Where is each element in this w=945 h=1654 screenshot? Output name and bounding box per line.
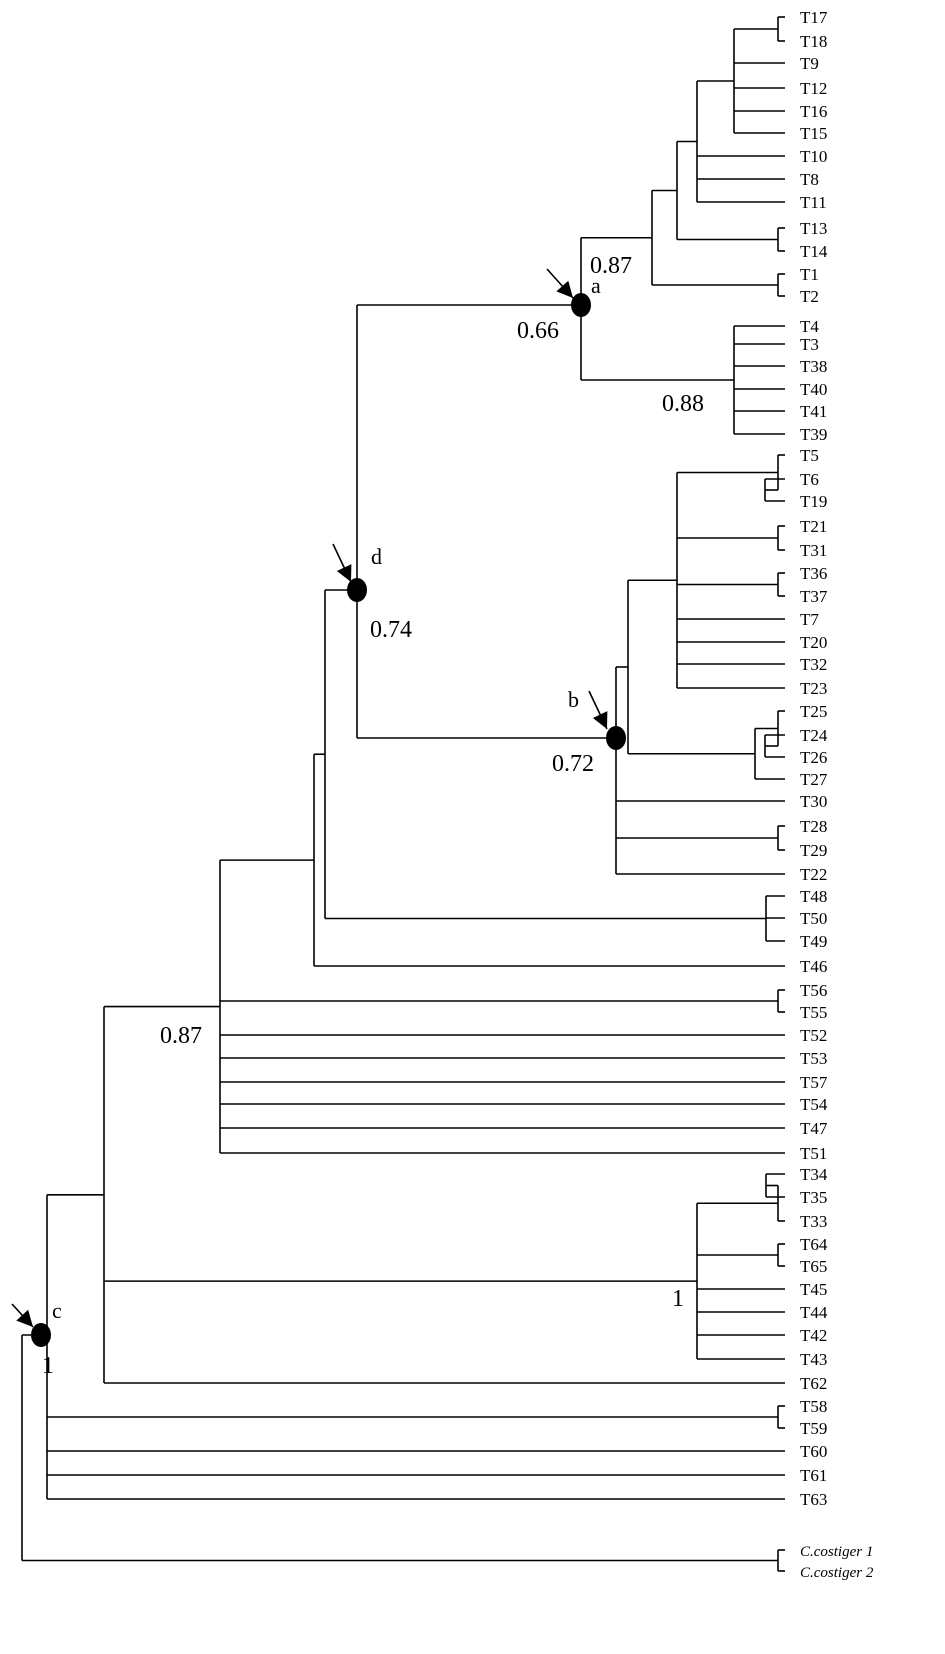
tip-label: T18 xyxy=(800,32,827,51)
support-value: 0.88 xyxy=(662,391,704,417)
tip-label: T57 xyxy=(800,1073,828,1092)
tip-label: C.costiger 2 xyxy=(800,1565,874,1581)
tip-label: T29 xyxy=(800,841,827,860)
support-value: 0.66 xyxy=(517,318,559,344)
tip-label: T8 xyxy=(800,170,819,189)
node-markers xyxy=(11,268,626,1347)
tip-label: T43 xyxy=(800,1350,827,1369)
arrow-node-d-head xyxy=(336,564,352,582)
tip-label: T54 xyxy=(800,1095,828,1114)
tip-label: T46 xyxy=(800,957,827,976)
tip-label: T63 xyxy=(800,1490,827,1509)
tip-label: T35 xyxy=(800,1188,827,1207)
tip-labels: T17T18T9T12T16T15T10T8T11T13T14T1T2T4T3T… xyxy=(800,8,874,1581)
tip-label: T33 xyxy=(800,1212,827,1231)
tree-branches xyxy=(21,16,785,1572)
tip-label: T38 xyxy=(800,357,827,376)
tip-label: C.costiger 1 xyxy=(800,1544,873,1560)
tip-label: T53 xyxy=(800,1049,827,1068)
tip-label: T65 xyxy=(800,1257,827,1276)
tip-label: T47 xyxy=(800,1119,828,1138)
tip-label: T22 xyxy=(800,865,827,884)
tip-label: T25 xyxy=(800,702,827,721)
tip-label: T21 xyxy=(800,517,827,536)
tip-label: T30 xyxy=(800,792,827,811)
tip-label: T61 xyxy=(800,1466,827,1485)
node-label: b xyxy=(568,687,579,712)
tip-label: T51 xyxy=(800,1144,827,1163)
tip-label: T40 xyxy=(800,380,827,399)
tip-label: T17 xyxy=(800,8,828,27)
tip-label: T7 xyxy=(800,610,819,629)
tip-label: T49 xyxy=(800,932,827,951)
node-label: d xyxy=(371,544,382,569)
support-value: 1 xyxy=(42,1353,54,1379)
tip-label: T19 xyxy=(800,492,827,511)
tip-label: T48 xyxy=(800,887,827,906)
tip-label: T23 xyxy=(800,679,827,698)
tip-label: T62 xyxy=(800,1374,827,1393)
node-dot-C xyxy=(31,1323,51,1347)
tip-label: T60 xyxy=(800,1442,827,1461)
node-dot-D xyxy=(347,578,367,602)
tip-label: T34 xyxy=(800,1165,828,1184)
tip-label: T5 xyxy=(800,446,819,465)
support-value: 1 xyxy=(672,1286,684,1312)
tip-label: T16 xyxy=(800,102,827,121)
tip-label: T31 xyxy=(800,541,827,560)
node-label: a xyxy=(591,273,601,298)
support-value: 0.74 xyxy=(370,617,412,643)
tip-label: T55 xyxy=(800,1003,827,1022)
node-dot-A xyxy=(571,293,591,317)
support-values: 0.87 0.66 0.88 0.74 0.72 0.87 1 1 a b c d xyxy=(42,253,704,1379)
tip-label: T4 xyxy=(800,317,819,336)
tip-label: T42 xyxy=(800,1326,827,1345)
tip-label: T1 xyxy=(800,265,819,284)
tip-label: T45 xyxy=(800,1280,827,1299)
tip-label: T52 xyxy=(800,1026,827,1045)
tip-label: T12 xyxy=(800,79,827,98)
tip-label: T10 xyxy=(800,147,827,166)
node-label: c xyxy=(52,1298,62,1323)
tip-label: T50 xyxy=(800,909,827,928)
tip-label: T11 xyxy=(800,193,827,212)
node-dot-B xyxy=(606,726,626,750)
tip-label: T56 xyxy=(800,981,827,1000)
tip-label: T26 xyxy=(800,748,827,767)
tip-label: T15 xyxy=(800,124,827,143)
tip-label: T64 xyxy=(800,1235,828,1254)
tip-label: T3 xyxy=(800,335,819,354)
tip-label: T59 xyxy=(800,1419,827,1438)
tip-label: T13 xyxy=(800,219,827,238)
tip-label: T58 xyxy=(800,1397,827,1416)
tip-label: T27 xyxy=(800,770,828,789)
tip-label: T37 xyxy=(800,587,828,606)
tip-label: T36 xyxy=(800,564,827,583)
tip-label: T2 xyxy=(800,287,819,306)
tip-label: T28 xyxy=(800,817,827,836)
arrow-node-c-head xyxy=(16,1309,33,1327)
tip-label: T14 xyxy=(800,242,828,261)
tip-label: T32 xyxy=(800,655,827,674)
tip-label: T6 xyxy=(800,470,819,489)
tip-label: T20 xyxy=(800,633,827,652)
arrow-node-b-head xyxy=(592,711,608,729)
tip-label: T41 xyxy=(800,402,827,421)
support-value: 0.87 xyxy=(160,1023,202,1049)
tip-label: T44 xyxy=(800,1303,828,1322)
support-value: 0.87 xyxy=(590,253,632,279)
tip-label: T9 xyxy=(800,54,819,73)
tip-label: T24 xyxy=(800,726,828,745)
support-value: 0.72 xyxy=(552,751,594,777)
tip-label: T39 xyxy=(800,425,827,444)
arrow-node-a-head xyxy=(556,280,573,298)
